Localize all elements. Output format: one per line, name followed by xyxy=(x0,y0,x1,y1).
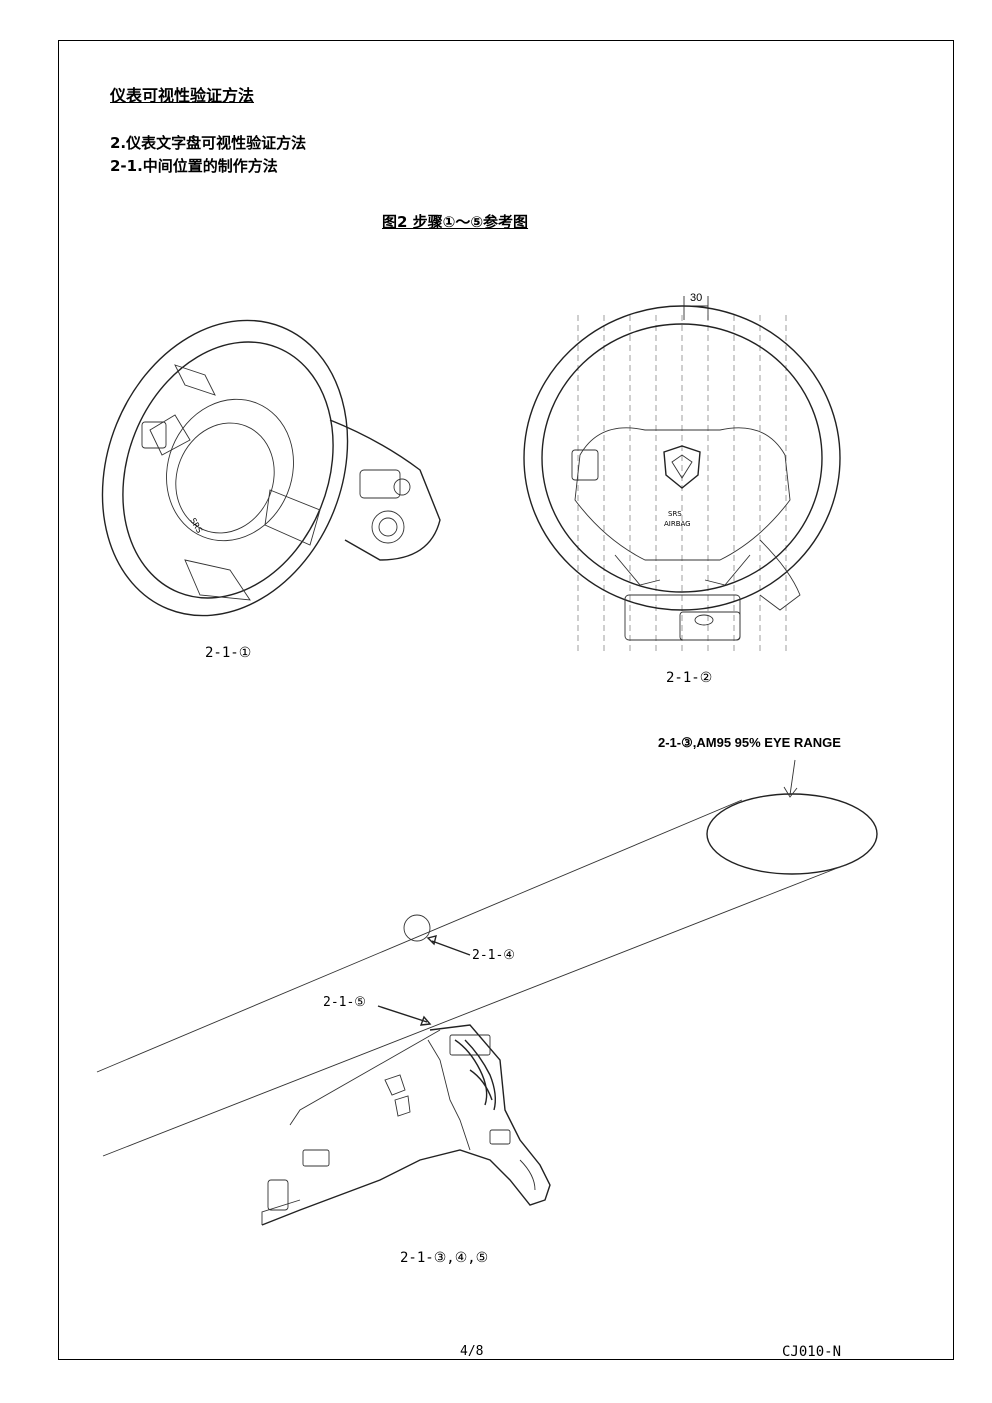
label-step-4: 2-1-④ xyxy=(472,948,515,963)
steering-wheel-perspective-drawing: SRS xyxy=(101,319,441,617)
page-frame xyxy=(58,40,954,1360)
subsection-heading: 2-1.中间位置的制作方法 xyxy=(110,157,278,175)
svg-text:AIRBAG: AIRBAG xyxy=(664,520,691,528)
caption-step-3-4-5: 2-1-③,④,⑤ xyxy=(400,1250,489,1266)
caption-step-2: 2-1-② xyxy=(666,670,713,686)
caption-step-1: 2-1-① xyxy=(205,645,252,661)
section-heading: 2.仪表文字盘可视性验证方法 xyxy=(110,134,307,152)
svg-text:SRS: SRS xyxy=(668,510,682,518)
dimension-label-30mm: 30 xyxy=(690,292,703,304)
page-number: 4/8 xyxy=(460,1344,484,1359)
figure-title: 图2 步骤①～⑤参考图 xyxy=(382,213,529,231)
label-step-5: 2-1-⑤ xyxy=(323,995,366,1010)
document-code: CJ010-N xyxy=(782,1344,842,1360)
steering-wheel-front-drawing: SRS AIRBAG xyxy=(523,296,841,655)
svg-text:SRS: SRS xyxy=(188,517,204,535)
document-title: 仪表可视性验证方法 xyxy=(110,86,255,105)
eye-range-sight-line-drawing xyxy=(96,759,878,1226)
label-eye-range: 2-1-③,AM95 95% EYE RANGE xyxy=(658,735,841,750)
